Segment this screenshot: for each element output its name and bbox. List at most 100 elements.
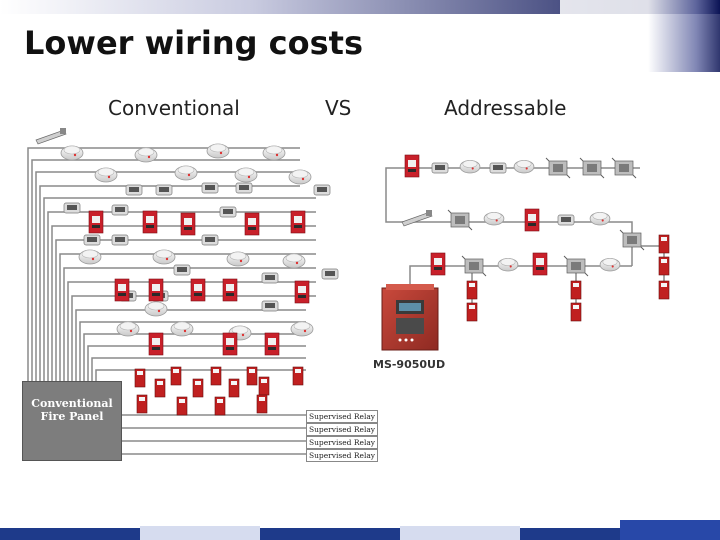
beam-detector-icon — [35, 128, 67, 145]
horn-strobe-icon — [658, 234, 670, 254]
conventional-devices — [35, 128, 339, 416]
pull-station-icon — [264, 332, 280, 356]
addressable-heading: Addressable — [444, 96, 567, 120]
horn-strobe-icon — [134, 368, 146, 388]
heat-detector-icon — [201, 182, 219, 194]
smoke-detector-icon — [262, 145, 286, 161]
heat-detector-icon — [63, 202, 81, 214]
smoke-detector-icon — [290, 321, 314, 337]
vs-heading: VS — [325, 96, 352, 120]
addressable-panel-label: MS-9050UD — [373, 358, 446, 371]
heat-detector-icon — [201, 234, 219, 246]
smoke-detector-icon — [483, 211, 505, 226]
horn-strobe-icon — [570, 280, 582, 300]
smoke-detector-icon — [116, 321, 140, 337]
heat-detector-icon — [489, 162, 507, 174]
pull-station-icon — [244, 212, 260, 236]
horn-strobe-icon — [292, 366, 304, 386]
pull-station-icon — [148, 332, 164, 356]
pull-station-icon — [290, 210, 306, 234]
horn-strobe-icon — [214, 396, 226, 416]
horn-strobe-icon — [228, 378, 240, 398]
heat-detector-icon — [313, 184, 331, 196]
heat-detector-icon — [321, 268, 339, 280]
heat-detector-icon — [219, 206, 237, 218]
smoke-detector-icon — [60, 145, 84, 161]
pull-station-icon — [142, 210, 158, 234]
smoke-detector-icon — [94, 167, 118, 183]
horn-strobe-icon — [246, 366, 258, 386]
smoke-detector-icon — [513, 159, 535, 174]
horn-strobe-icon — [466, 302, 478, 322]
horn-strobe-icon — [258, 376, 270, 396]
module-icon — [579, 157, 605, 179]
smoke-detector-icon — [206, 143, 230, 159]
module-icon — [611, 157, 637, 179]
smoke-detector-icon — [599, 258, 621, 272]
horn-strobe-icon — [192, 378, 204, 398]
smoke-detector-icon — [78, 249, 102, 265]
pull-station-icon — [222, 278, 238, 302]
heat-detector-icon — [111, 204, 129, 216]
module-icon — [563, 255, 589, 277]
heat-detector-icon — [235, 182, 253, 194]
horn-strobe-icon — [256, 394, 268, 414]
pull-station-icon — [114, 278, 130, 302]
horn-strobe-icon — [466, 280, 478, 300]
heat-detector-icon — [111, 234, 129, 246]
heat-detector-icon — [83, 234, 101, 246]
conventional-wiring — [27, 147, 316, 455]
horn-strobe-icon — [570, 302, 582, 322]
conventional-fire-panel: Conventional Fire Panel — [22, 381, 122, 461]
heat-detector-icon — [155, 184, 173, 196]
pull-station-icon — [430, 252, 446, 276]
smoke-detector-icon — [234, 167, 258, 183]
smoke-detector-icon — [152, 249, 176, 265]
heat-detector-icon — [173, 264, 191, 276]
heat-detector-icon — [431, 162, 449, 174]
module-icon — [447, 209, 473, 231]
horn-strobe-icon — [170, 366, 182, 386]
pull-station-icon — [88, 210, 104, 234]
module-icon — [619, 229, 645, 251]
smoke-detector-icon — [497, 258, 519, 272]
bottom-band — [0, 520, 720, 540]
horn-strobe-icon — [176, 396, 188, 416]
slide-title: Lower wiring costs — [24, 24, 364, 62]
header-band — [0, 0, 720, 72]
smoke-detector-icon — [134, 147, 158, 163]
pull-station-icon — [532, 252, 548, 276]
conventional-heading: Conventional — [108, 96, 240, 120]
heat-detector-icon — [261, 272, 279, 284]
smoke-detector-icon — [459, 159, 481, 174]
smoke-detector-icon — [589, 211, 611, 226]
horn-strobe-icon — [658, 256, 670, 276]
pull-station-icon — [148, 278, 164, 302]
pull-station-icon — [294, 280, 310, 304]
heat-detector-icon — [261, 300, 279, 312]
module-icon — [461, 255, 487, 277]
horn-strobe-icon — [136, 394, 148, 414]
smoke-detector-icon — [170, 321, 194, 337]
fire-panel-icon — [381, 284, 439, 351]
addressable-devices — [401, 154, 670, 322]
smoke-detector-icon — [144, 301, 168, 317]
supervised-relay: Supervised Relay — [306, 449, 378, 462]
pull-station-icon — [524, 208, 540, 232]
pull-station-icon — [404, 154, 420, 178]
pull-station-icon — [222, 332, 238, 356]
smoke-detector-icon — [282, 253, 306, 269]
supervised-relay: Supervised Relay — [306, 423, 378, 436]
smoke-detector-icon — [288, 169, 312, 185]
conventional-panel-label: Conventional Fire Panel — [31, 397, 113, 423]
heat-detector-icon — [557, 214, 575, 226]
horn-strobe-icon — [154, 378, 166, 398]
horn-strobe-icon — [658, 280, 670, 300]
pull-station-icon — [180, 212, 196, 236]
horn-strobe-icon — [210, 366, 222, 386]
beam-detector-icon — [401, 210, 433, 227]
module-icon — [545, 157, 571, 179]
heat-detector-icon — [125, 184, 143, 196]
